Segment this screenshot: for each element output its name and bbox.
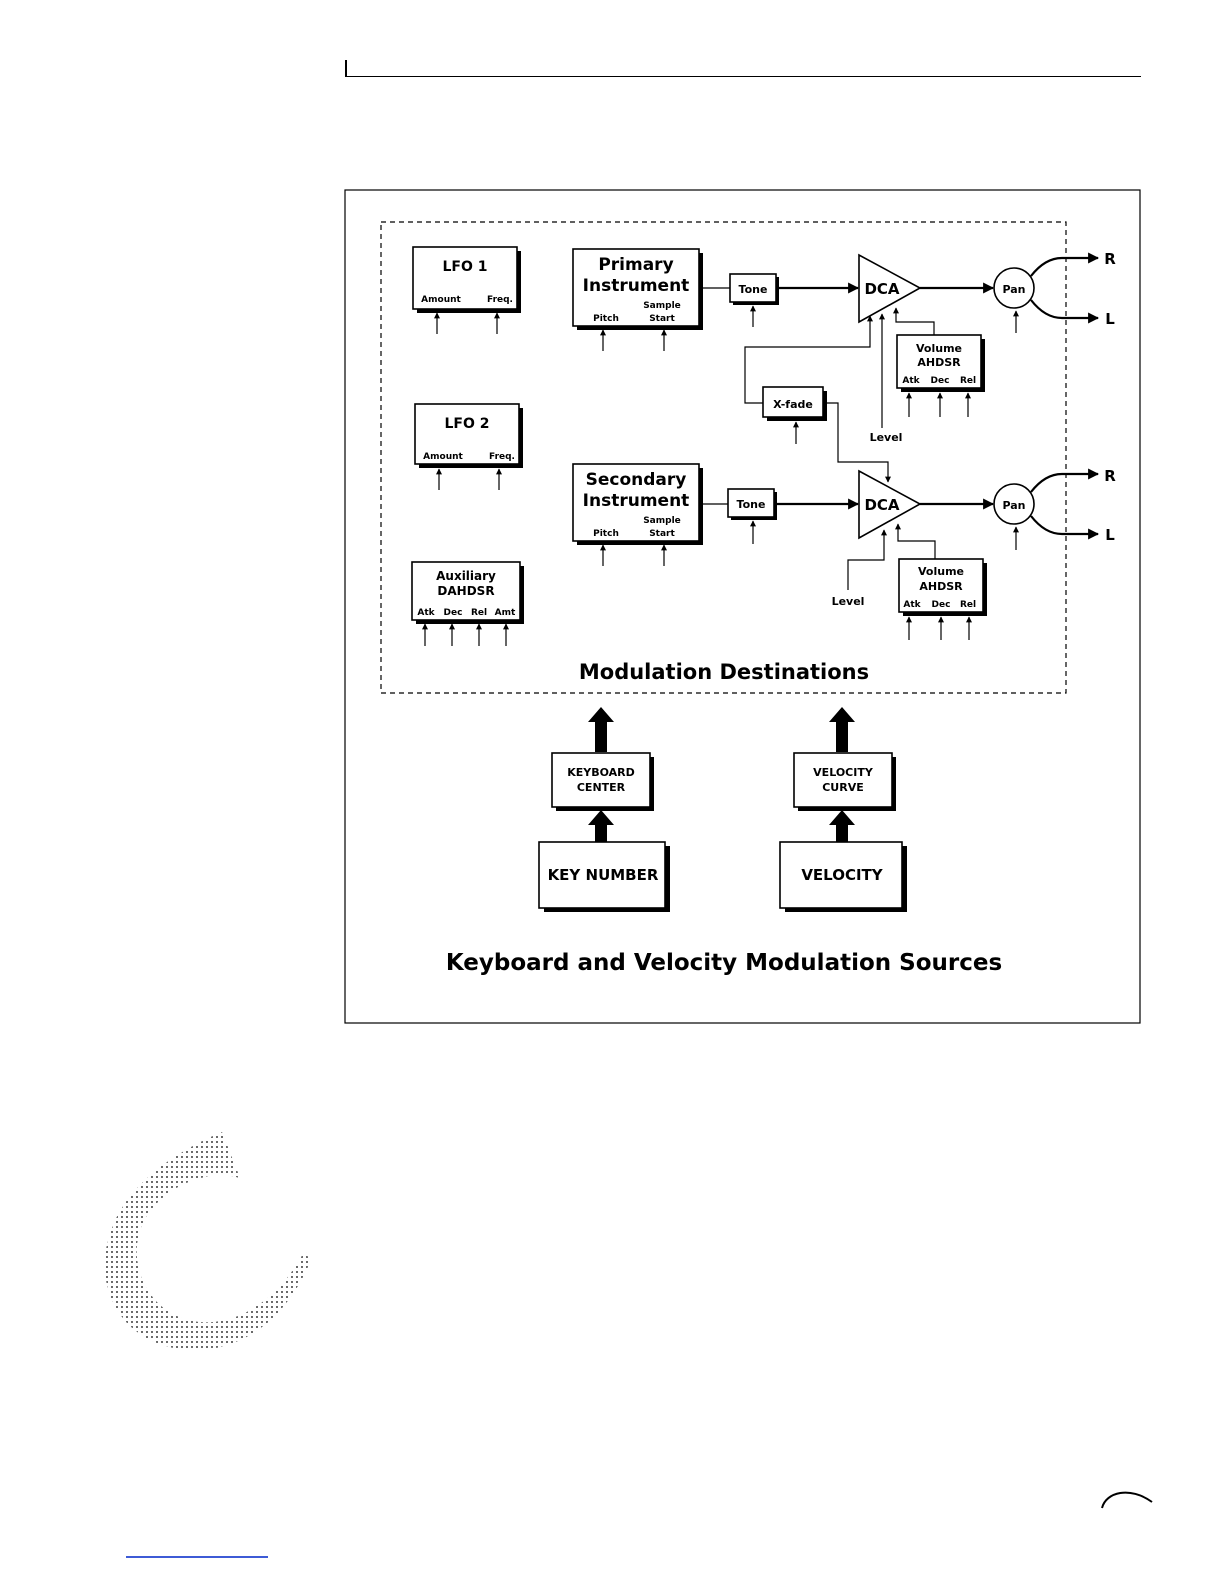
primary-instrument-block: Primary Instrument Pitch Sample Start	[572, 248, 703, 351]
header-rule	[345, 60, 1141, 77]
primary-label-1: Primary	[598, 255, 673, 275]
primary-pan: Pan	[993, 267, 1035, 333]
aux-env-dec-label: Dec	[444, 608, 463, 618]
page-corner-mark	[1096, 1484, 1160, 1518]
keyboard-center-block: KEYBOARD CENTER	[551, 752, 654, 811]
primary-sample-label-1: Sample	[643, 301, 681, 311]
lfo1-amount-label: Amount	[421, 295, 461, 305]
primary-env-label-1: Volume	[916, 342, 962, 355]
primary-env-atk: Atk	[902, 376, 920, 386]
primary-dca: DCA	[858, 253, 922, 324]
velocity-up-arrow	[829, 707, 855, 752]
aux-envelope-block: Auxiliary DAHDSR Atk Dec Rel Amt	[411, 561, 524, 646]
keyboard-center-label-2: CENTER	[577, 781, 626, 794]
destinations-title: Modulation Destinations	[579, 660, 869, 684]
secondary-env-rel: Rel	[960, 600, 976, 610]
velocity-curve-block: VELOCITY CURVE	[793, 752, 896, 811]
velocity-block: VELOCITY	[779, 841, 907, 912]
secondary-env-label-2: AHDSR	[919, 580, 963, 593]
xfade-block: X-fade	[762, 386, 827, 444]
primary-tone-label: Tone	[739, 283, 768, 296]
lfo1-label: LFO 1	[442, 259, 487, 275]
primary-sample-label-2: Start	[649, 314, 675, 324]
lfo1-block: LFO 1 Amount Freq.	[412, 246, 521, 334]
secondary-tone-block: Tone	[727, 488, 777, 544]
velocity-curve-label-2: CURVE	[822, 781, 864, 794]
keyboard-up-arrow	[588, 707, 614, 752]
key-number-label: KEY NUMBER	[548, 866, 659, 884]
secondary-pitch-label: Pitch	[593, 529, 619, 539]
secondary-env-label-1: Volume	[918, 565, 964, 578]
destinations-region	[380, 221, 1067, 694]
keyboard-center-arrow	[588, 810, 614, 842]
secondary-dca-label: DCA	[864, 496, 899, 514]
secondary-label-2: Instrument	[583, 491, 690, 511]
primary-pan-label: Pan	[1002, 283, 1025, 296]
primary-env-rel: Rel	[960, 376, 976, 386]
secondary-volume-envelope: Volume AHDSR Atk Dec Rel	[898, 558, 987, 640]
figure-border	[344, 189, 1141, 1024]
secondary-dca: DCA	[858, 469, 922, 540]
secondary-pan-label: Pan	[1002, 499, 1025, 512]
secondary-out-r: R	[1104, 467, 1116, 485]
key-number-block: KEY NUMBER	[538, 841, 670, 912]
primary-dca-label: DCA	[864, 280, 899, 298]
aux-env-atk-label: Atk	[417, 608, 435, 618]
secondary-instrument-block: Secondary Instrument Pitch Sample Start	[572, 463, 703, 566]
secondary-sample-label-2: Start	[649, 529, 675, 539]
lfo2-amount-label: Amount	[423, 452, 463, 462]
aux-env-amt-label: Amt	[495, 608, 516, 618]
dotted-logo-graphic	[104, 1132, 310, 1351]
lfo1-freq-label: Freq.	[487, 295, 513, 305]
secondary-env-atk: Atk	[903, 600, 921, 610]
aux-env-label-2: DAHDSR	[437, 584, 494, 598]
secondary-tone-label: Tone	[737, 498, 766, 511]
xfade-label: X-fade	[773, 398, 813, 411]
primary-level-label: Level	[870, 431, 903, 444]
keyboard-center-label-1: KEYBOARD	[567, 766, 635, 779]
secondary-sample-label-1: Sample	[643, 516, 681, 526]
primary-env-label-2: AHDSR	[917, 356, 961, 369]
velocity-curve-arrow	[829, 810, 855, 842]
primary-tone-block: Tone	[729, 273, 779, 327]
primary-label-2: Instrument	[583, 276, 690, 296]
primary-out-l: L	[1105, 310, 1115, 328]
secondary-out-l: L	[1105, 526, 1115, 544]
lfo2-freq-label: Freq.	[489, 452, 515, 462]
velocity-label: VELOCITY	[801, 866, 883, 884]
secondary-env-dec: Dec	[932, 600, 951, 610]
velocity-curve-label-1: VELOCITY	[813, 766, 874, 779]
aux-env-rel-label: Rel	[471, 608, 487, 618]
sources-title: Keyboard and Velocity Modulation Sources	[446, 950, 1002, 976]
secondary-label-1: Secondary	[586, 470, 687, 490]
footer-link-underline[interactable]	[126, 1556, 268, 1558]
secondary-pan: Pan	[993, 483, 1035, 550]
primary-env-dec: Dec	[931, 376, 950, 386]
secondary-level-label: Level	[832, 595, 865, 608]
primary-pitch-label: Pitch	[593, 314, 619, 324]
lfo2-label: LFO 2	[444, 416, 489, 432]
primary-out-r: R	[1104, 250, 1116, 268]
primary-volume-envelope: Volume AHDSR Atk Dec Rel	[896, 334, 985, 417]
aux-env-label-1: Auxiliary	[436, 569, 496, 583]
lfo2-block: LFO 2 Amount Freq.	[414, 403, 523, 490]
